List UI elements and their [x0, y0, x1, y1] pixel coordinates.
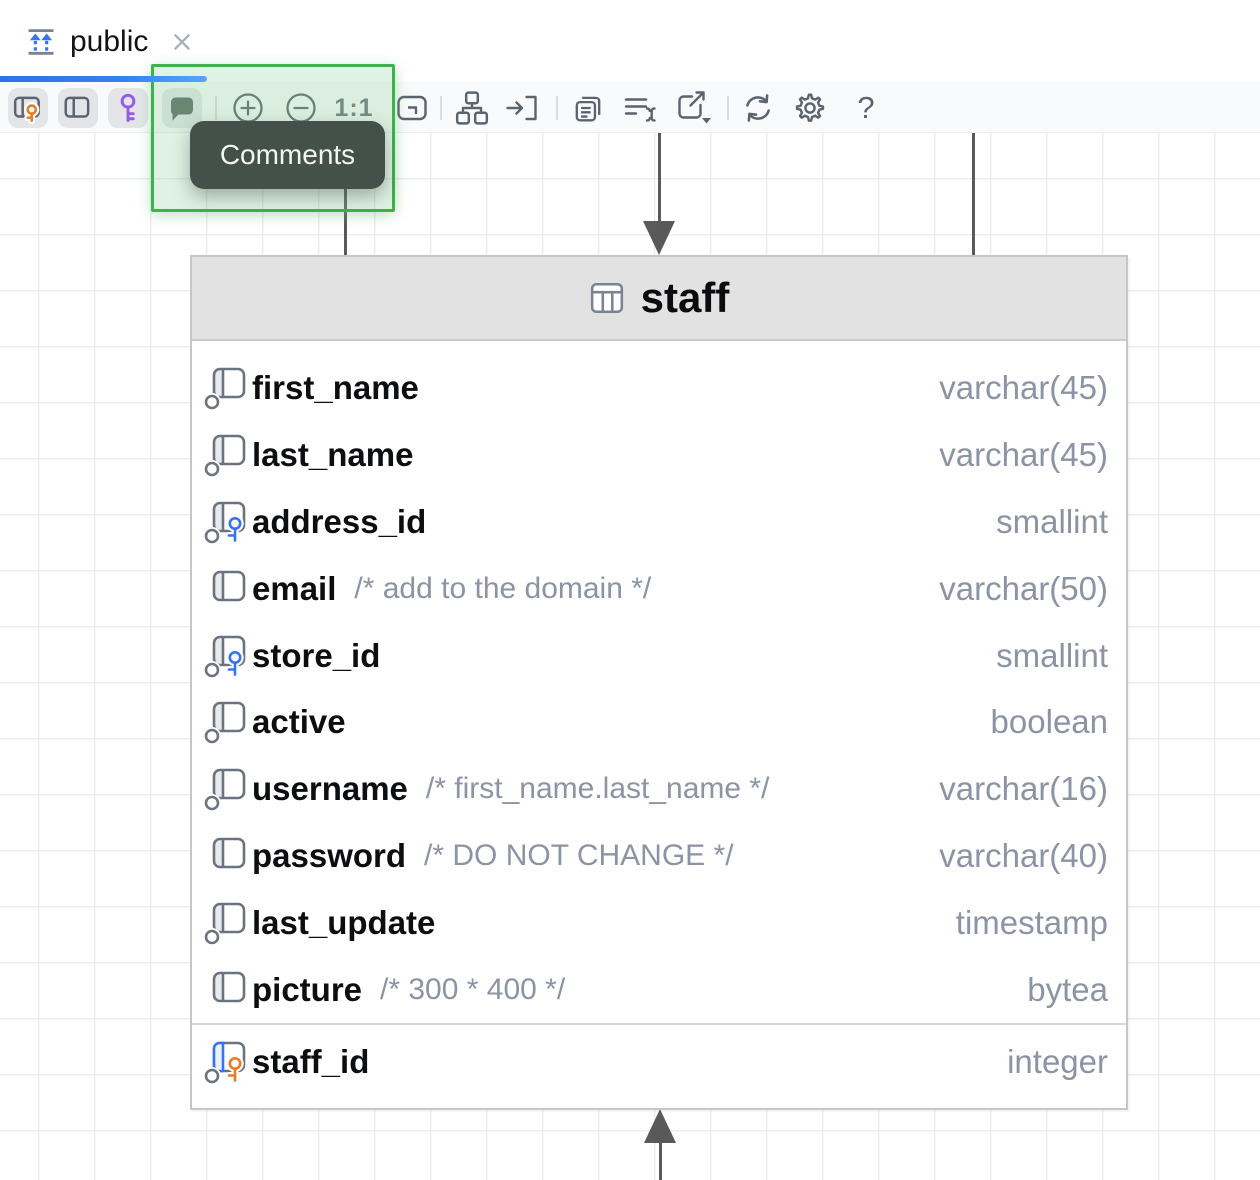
- relationship-arrowhead: [644, 1109, 676, 1143]
- relationship-arrowhead: [643, 221, 675, 255]
- entity-table-staff[interactable]: staff first_name varchar(45) last_name v…: [190, 255, 1128, 1110]
- relationship-edge[interactable]: [344, 189, 347, 255]
- fit-content-button[interactable]: [392, 88, 432, 128]
- export-diagram-button[interactable]: [672, 88, 718, 128]
- toolbar-separator: [215, 96, 217, 120]
- table-header[interactable]: staff: [192, 257, 1126, 341]
- refresh-button[interactable]: [738, 88, 778, 128]
- toolbar-separator: [727, 96, 729, 120]
- column-comment: /* first_name.last_name */: [425, 772, 770, 806]
- loading-progress-bar: [0, 76, 207, 82]
- tooltip-label: Comments: [219, 139, 356, 170]
- relationship-edge[interactable]: [657, 133, 661, 223]
- column-row-active[interactable]: active boolean: [192, 689, 1126, 756]
- table-title: staff: [640, 274, 730, 321]
- column-fk-icon: [202, 499, 248, 545]
- help-label: ?: [857, 90, 875, 125]
- copy-diagram-button[interactable]: [568, 88, 608, 128]
- column-comment: /* DO NOT CHANGE */: [424, 838, 734, 872]
- column-row-last_name[interactable]: last_name varchar(45): [192, 422, 1126, 489]
- show-comments-button[interactable]: [162, 88, 202, 128]
- column-pk-icon: [202, 1039, 248, 1086]
- toolbar-separator: [556, 96, 558, 120]
- column-nullable-icon: [202, 766, 248, 813]
- column-nullable-icon: [202, 365, 248, 412]
- column-comment: /* add to the domain */: [354, 571, 652, 605]
- diagram-toolbar: 1:1: [0, 82, 1260, 133]
- show-key-columns-button[interactable]: [8, 88, 48, 128]
- column-comment: /* 300 * 400 */: [380, 972, 566, 1006]
- column-notnull-icon: [202, 566, 248, 612]
- comments-tooltip: Comments: [190, 121, 385, 189]
- column-row-address_id[interactable]: address_id smallint: [192, 489, 1126, 556]
- diagram-canvas[interactable]: staff first_name varchar(45) last_name v…: [0, 133, 1260, 1180]
- column-row-store_id[interactable]: store_id smallint: [192, 622, 1126, 689]
- column-nullable-icon: [202, 699, 248, 746]
- jump-to-source-button[interactable]: [502, 88, 542, 128]
- column-notnull-icon: [202, 833, 248, 879]
- table-key-section: staff_id integer: [192, 1022, 1126, 1106]
- column-row-last_update[interactable]: last_update timestamp: [192, 889, 1126, 956]
- column-notnull-icon: [202, 967, 248, 1013]
- toolbar-separator: [440, 96, 442, 120]
- help-button[interactable]: ?: [846, 88, 886, 128]
- table-icon: [589, 281, 625, 315]
- show-keys-button[interactable]: [108, 88, 148, 128]
- show-columns-button[interactable]: [58, 88, 98, 128]
- column-nullable-icon: [202, 900, 248, 946]
- column-fk-icon: [202, 633, 248, 679]
- zoom-reset-label: 1:1: [334, 93, 374, 122]
- column-row-password[interactable]: password /* DO NOT CHANGE */ varchar(40): [192, 823, 1126, 890]
- tab-public[interactable]: public: [24, 18, 194, 66]
- tab-bar: public: [0, 0, 1260, 82]
- relationship-edge[interactable]: [971, 133, 975, 255]
- column-nullable-icon: [202, 432, 248, 479]
- table-columns-list: first_name varchar(45) last_name varchar…: [192, 341, 1126, 1023]
- auto-layout-button[interactable]: [452, 88, 492, 128]
- edit-properties-button[interactable]: [620, 88, 660, 128]
- tab-label: public: [70, 25, 149, 58]
- column-row-first_name[interactable]: first_name varchar(45): [192, 355, 1126, 422]
- relationship-edge[interactable]: [658, 1142, 662, 1180]
- column-row-email[interactable]: email /* add to the domain */ varchar(50…: [192, 555, 1126, 622]
- tab-close-icon[interactable]: [170, 30, 194, 54]
- column-row-staff_id[interactable]: staff_id integer: [192, 1025, 1126, 1100]
- schema-sync-icon: [24, 25, 58, 59]
- column-row-picture[interactable]: picture /* 300 * 400 */ bytea: [192, 956, 1126, 1023]
- settings-button[interactable]: [790, 88, 830, 128]
- column-row-username[interactable]: username /* first_name.last_name */ varc…: [192, 756, 1126, 823]
- zoom-reset-button[interactable]: 1:1: [332, 88, 376, 128]
